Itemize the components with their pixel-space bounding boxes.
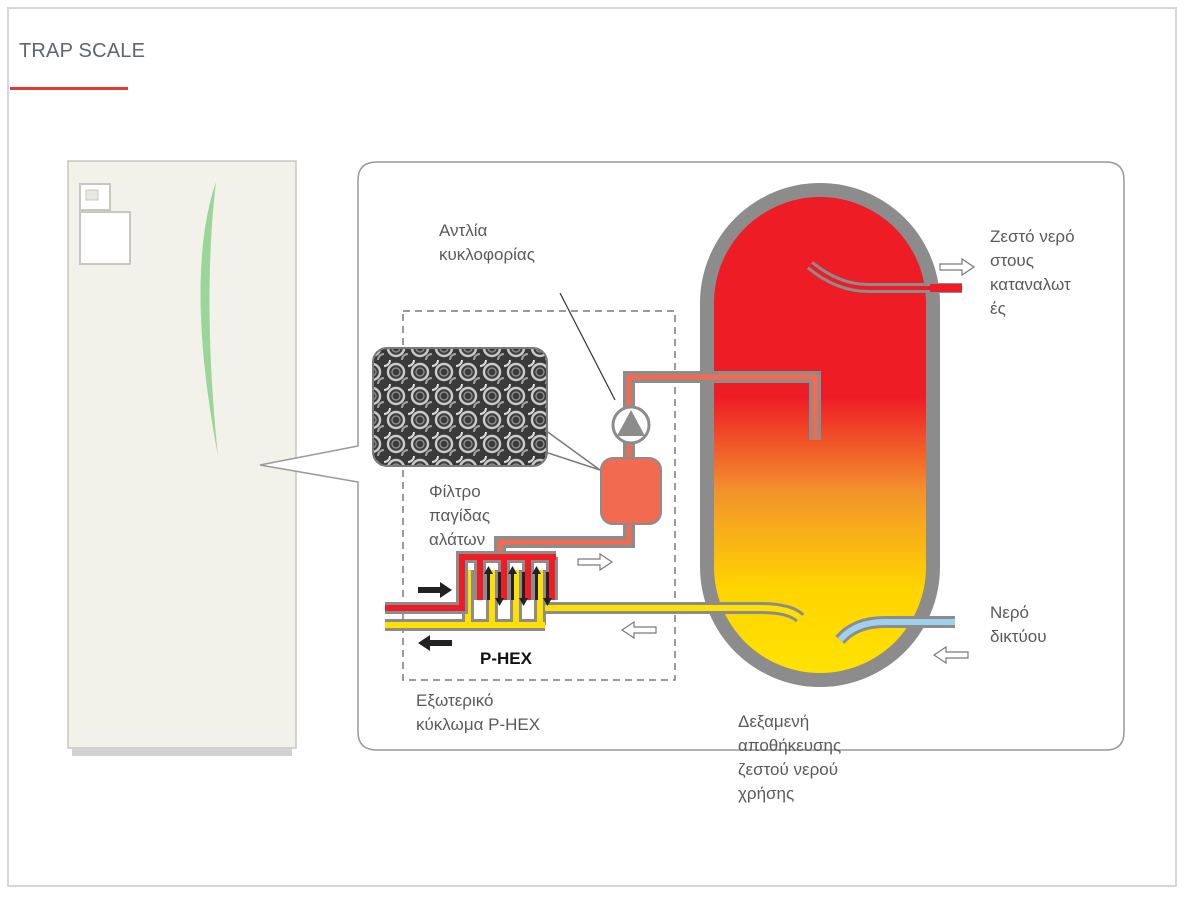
mains-water-label: Νερό δικτύου [990, 603, 1047, 646]
external-circuit-box [402, 310, 676, 681]
hot-water-label: Ζεστό νερό στους καταναλωτ ές [990, 227, 1075, 318]
pump-label: Αντλία κυκλοφορίας [439, 221, 535, 264]
filter-label: Φίλτρο παγίδας αλάτων [429, 482, 491, 549]
unit-base [72, 748, 292, 756]
arrow-left-icon [418, 635, 452, 651]
title-underline [10, 87, 128, 90]
page-title: TRAP SCALE [19, 40, 146, 62]
scale-trap-filter [600, 457, 662, 525]
storage-tank-label: Δεξαμενή αποθήκευσης ζεστού νερού χρήσης [738, 712, 842, 803]
heat-pump-unit [67, 160, 297, 756]
scale-photo [372, 347, 548, 467]
mains-inlet-pipe [835, 616, 955, 645]
unit-panel [79, 211, 131, 265]
arrow-right-icon [418, 582, 452, 598]
hot-return-pipe [623, 371, 821, 440]
flow-arrow-outline-right [577, 552, 614, 572]
filter-outlet-pipe [494, 518, 635, 555]
p-hex-exchanger [385, 551, 805, 631]
pump-icon [611, 405, 651, 445]
pump-leader-line [559, 292, 616, 401]
external-circuit-label: Εξωτερικό κύκλωμα P-HEX [416, 691, 541, 734]
scale-photo-callout [372, 347, 601, 471]
flow-arrow-outline-left [620, 620, 657, 640]
unit-green-stripe [200, 182, 218, 456]
hot-water-outlet-pipe [806, 261, 962, 293]
p-hex-label: P-HEX [480, 649, 533, 668]
hot-out-arrow-icon [939, 257, 976, 277]
mains-in-arrow-icon [932, 645, 969, 665]
